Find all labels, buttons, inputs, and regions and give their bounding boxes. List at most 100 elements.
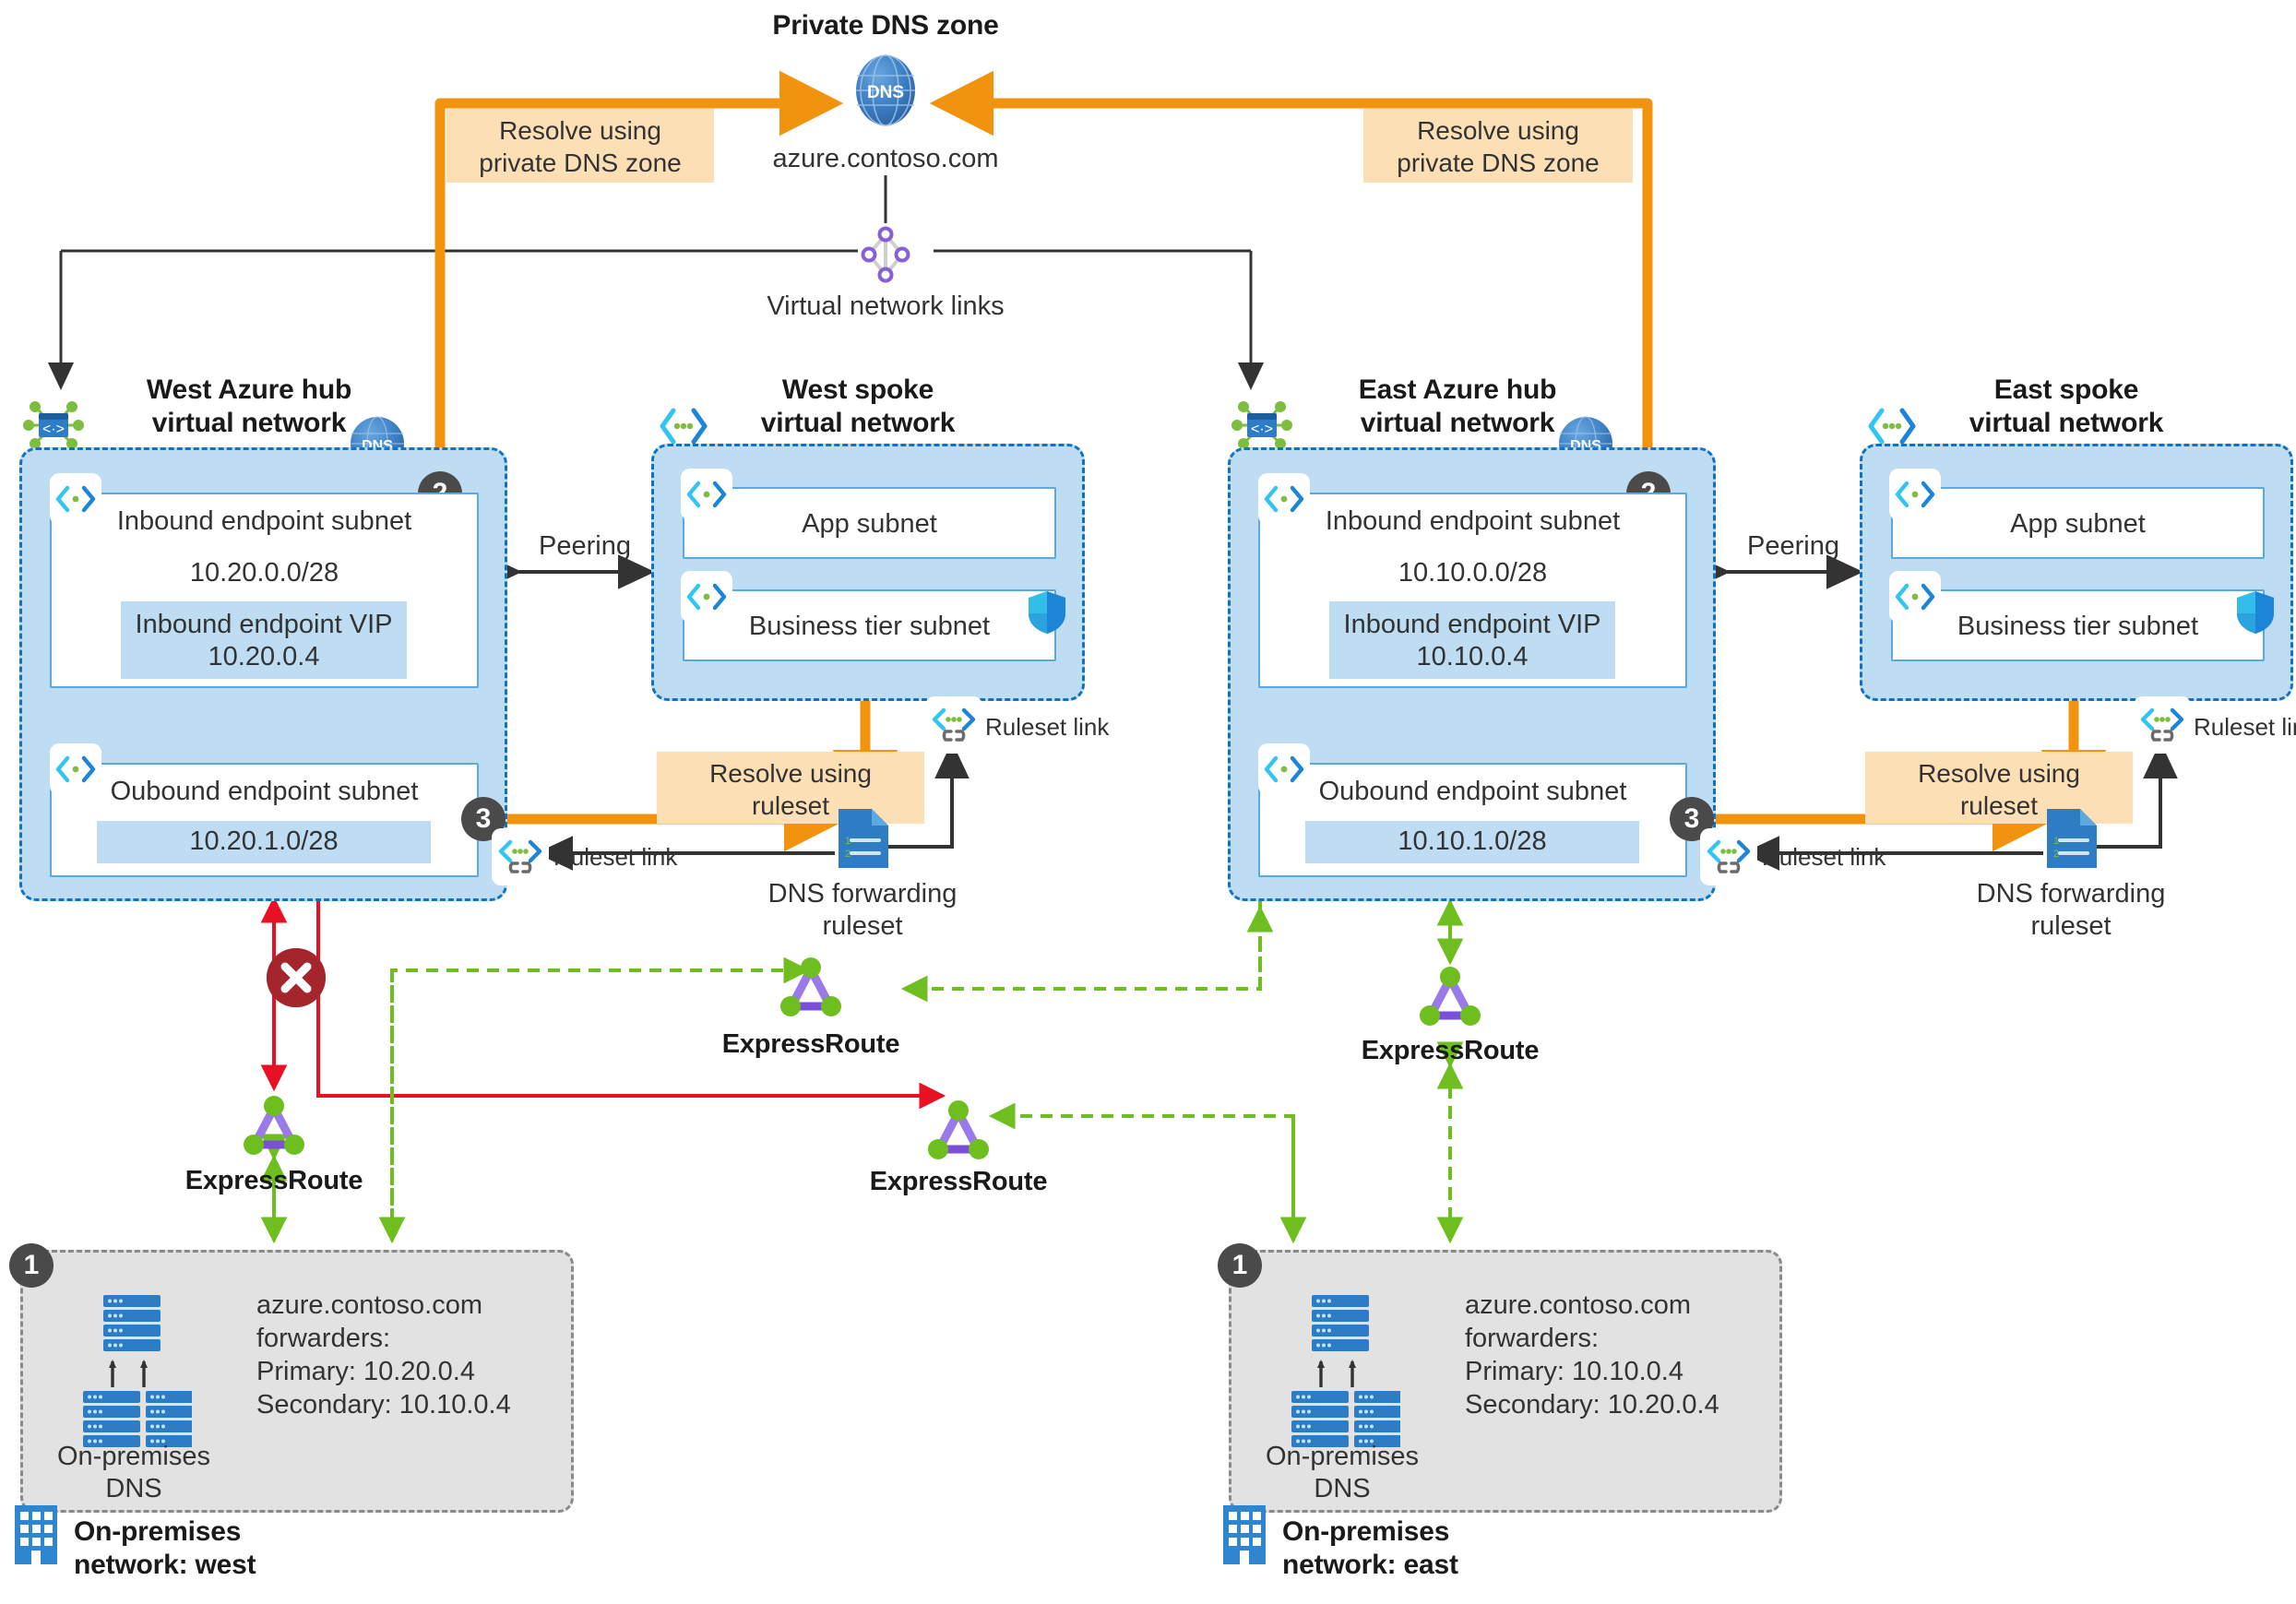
expressroute-icon [238, 1093, 310, 1159]
subnet-icon [1258, 473, 1310, 525]
onprem-east-primary: Primary: 10.10.0.4 [1465, 1357, 1683, 1386]
east-outbound-subnet-cidr-box: 10.10.1.0/28 [1305, 821, 1639, 863]
onprem-east-secondary: Secondary: 10.20.0.4 [1465, 1390, 1719, 1420]
ruleset-link-icon [492, 828, 549, 885]
virtual-network-links-icon [854, 223, 917, 286]
east-outbound-subnet-label: Oubound endpoint subnet [1318, 777, 1627, 806]
on-premises-building-icon [13, 1503, 59, 1566]
svg-text:1: 1 [2053, 836, 2059, 847]
peering-label-east: Peering [1747, 531, 1839, 561]
dns-globe-icon: DNS [849, 53, 922, 127]
expressroute-label: ExpressRoute [1361, 1036, 1540, 1065]
callout-text: Resolve using ruleset [1918, 759, 2080, 820]
svg-text:<·>: <·> [1251, 422, 1273, 437]
virtual-network-links-label: Virtual network links [767, 291, 1005, 321]
virtual-network-link-lines [47, 175, 1265, 390]
onprem-east-zone: azure.contoso.com [1465, 1290, 1692, 1320]
expressroute-label: ExpressRoute [184, 1166, 363, 1195]
callout-line-1: Resolve using private DNS zone [479, 116, 682, 177]
expressroute-icon [922, 1098, 994, 1164]
expressroute-icon [1414, 964, 1486, 1030]
onprem-west-dns-caption: On-premises DNS [57, 1442, 210, 1504]
callout-resolve-private-zone-east: Resolve using private DNS zone [1363, 109, 1633, 183]
west-outbound-cidr: 10.20.1.0/28 [189, 826, 339, 856]
west-inbound-subnet-label: Inbound endpoint subnet [116, 506, 412, 536]
west-hub-title: West Azure hub virtual network [146, 374, 352, 438]
onprem-west-primary: Primary: 10.20.0.4 [256, 1357, 475, 1386]
expressroute-label: ExpressRoute [869, 1167, 1048, 1196]
west-spoke-business-subnet-label: Business tier subnet [748, 612, 991, 641]
west-vip-address: 10.20.0.4 [208, 642, 320, 672]
security-shield-icon [2235, 589, 2276, 636]
callout-text: Resolve using ruleset [709, 759, 872, 820]
east-spoke-business-subnet-label: Business tier subnet [1957, 612, 2199, 641]
ruleset-link-icon [925, 696, 982, 754]
east-inbound-subnet-cidr: 10.10.0.0/28 [1398, 558, 1548, 588]
east-hub-ruleset-link-label: Ruleset link [1762, 843, 1886, 871]
on-premises-building-icon [1221, 1503, 1267, 1566]
onprem-east-forwarders-label: forwarders: [1465, 1324, 1600, 1353]
onprem-east-dns-caption: On-premises DNS [1266, 1442, 1419, 1504]
badge-one-east: 1 [1218, 1243, 1262, 1288]
green-path-west-to-mid-er [378, 956, 811, 1244]
svg-text:2: 2 [2053, 849, 2059, 860]
dns-forwarding-ruleset-icon: 1 2 [835, 805, 892, 872]
private-dns-zone-heading: Private DNS zone [772, 10, 999, 41]
ruleset-link-icon [2134, 696, 2191, 754]
subnet-icon [50, 743, 101, 795]
east-spoke-ruleset-link-label: Ruleset link [2194, 713, 2296, 741]
subnet-icon [50, 473, 101, 525]
west-spoke-business-subnet [683, 589, 1056, 661]
svg-text:<·>: <·> [42, 422, 65, 437]
callout-resolve-ruleset-east: Resolve using ruleset [1865, 752, 2133, 824]
security-shield-icon [1027, 589, 1067, 636]
onprem-west-zone: azure.contoso.com [256, 1290, 483, 1320]
callout-resolve-private-zone-west: Resolve using private DNS zone [446, 109, 714, 183]
svg-text:DNS: DNS [867, 83, 904, 102]
east-spoke-business-subnet [1891, 589, 2265, 661]
west-outbound-subnet-label: Oubound endpoint subnet [110, 777, 419, 806]
west-spoke-title: West spoke virtual network [760, 374, 956, 438]
west-dns-forwarding-ruleset-title: DNS forwarding ruleset [767, 879, 958, 942]
subnet-icon [1889, 571, 1941, 623]
subnet-icon [1258, 743, 1310, 795]
east-spoke-title: East spoke virtual network [1969, 374, 2164, 438]
badge-one-west: 1 [9, 1243, 54, 1288]
east-vip-address: 10.10.0.4 [1416, 642, 1529, 672]
dns-forwarding-ruleset-icon: 1 2 [2043, 805, 2100, 872]
onprem-west-forwarders-label: forwarders: [256, 1324, 391, 1353]
east-spoke-app-subnet-label: App subnet [2010, 509, 2146, 539]
blocked-x-icon [267, 948, 326, 1007]
svg-text:1: 1 [845, 836, 851, 847]
peering-label-west: Peering [539, 531, 631, 561]
on-premises-dns-servers-icon [72, 1291, 203, 1453]
east-vip-label: Inbound endpoint VIP [1343, 610, 1601, 639]
onprem-east-network-title: On-premises network: east [1282, 1516, 1458, 1580]
expressroute-icon [775, 955, 847, 1021]
west-vip-label: Inbound endpoint VIP [135, 610, 393, 639]
west-hub-ruleset-link-label: Ruleset link [553, 843, 678, 871]
callout-line-1: Resolve using private DNS zone [1397, 116, 1600, 177]
subnet-icon [681, 469, 732, 520]
east-dns-forwarding-ruleset-title: DNS forwarding ruleset [1976, 879, 2166, 942]
subnet-icon [1889, 469, 1941, 520]
callout-resolve-ruleset-west: Resolve using ruleset [657, 752, 924, 824]
west-inbound-subnet-cidr: 10.20.0.0/28 [189, 558, 339, 588]
west-inbound-endpoint-vip: Inbound endpoint VIP 10.20.0.4 [121, 601, 407, 679]
ruleset-link-icon [1700, 828, 1757, 885]
onprem-west-secondary: Secondary: 10.10.0.4 [256, 1390, 511, 1420]
west-spoke-app-subnet [683, 487, 1056, 559]
west-spoke-ruleset-link-label: Ruleset link [985, 713, 1110, 741]
west-spoke-app-subnet-label: App subnet [802, 509, 937, 539]
expressroute-label: ExpressRoute [721, 1029, 900, 1059]
private-dns-zone-name: azure.contoso.com [772, 144, 999, 173]
onprem-west-network-title: On-premises network: west [74, 1516, 256, 1580]
east-inbound-endpoint-vip: Inbound endpoint VIP 10.10.0.4 [1329, 601, 1615, 679]
east-inbound-subnet-label: Inbound endpoint subnet [1325, 506, 1621, 536]
subnet-icon [681, 571, 732, 623]
east-outbound-cidr: 10.10.1.0/28 [1398, 826, 1547, 856]
on-premises-dns-servers-icon [1280, 1291, 1411, 1453]
east-spoke-app-subnet [1891, 487, 2265, 559]
west-outbound-subnet-cidr-box: 10.20.1.0/28 [97, 821, 431, 863]
